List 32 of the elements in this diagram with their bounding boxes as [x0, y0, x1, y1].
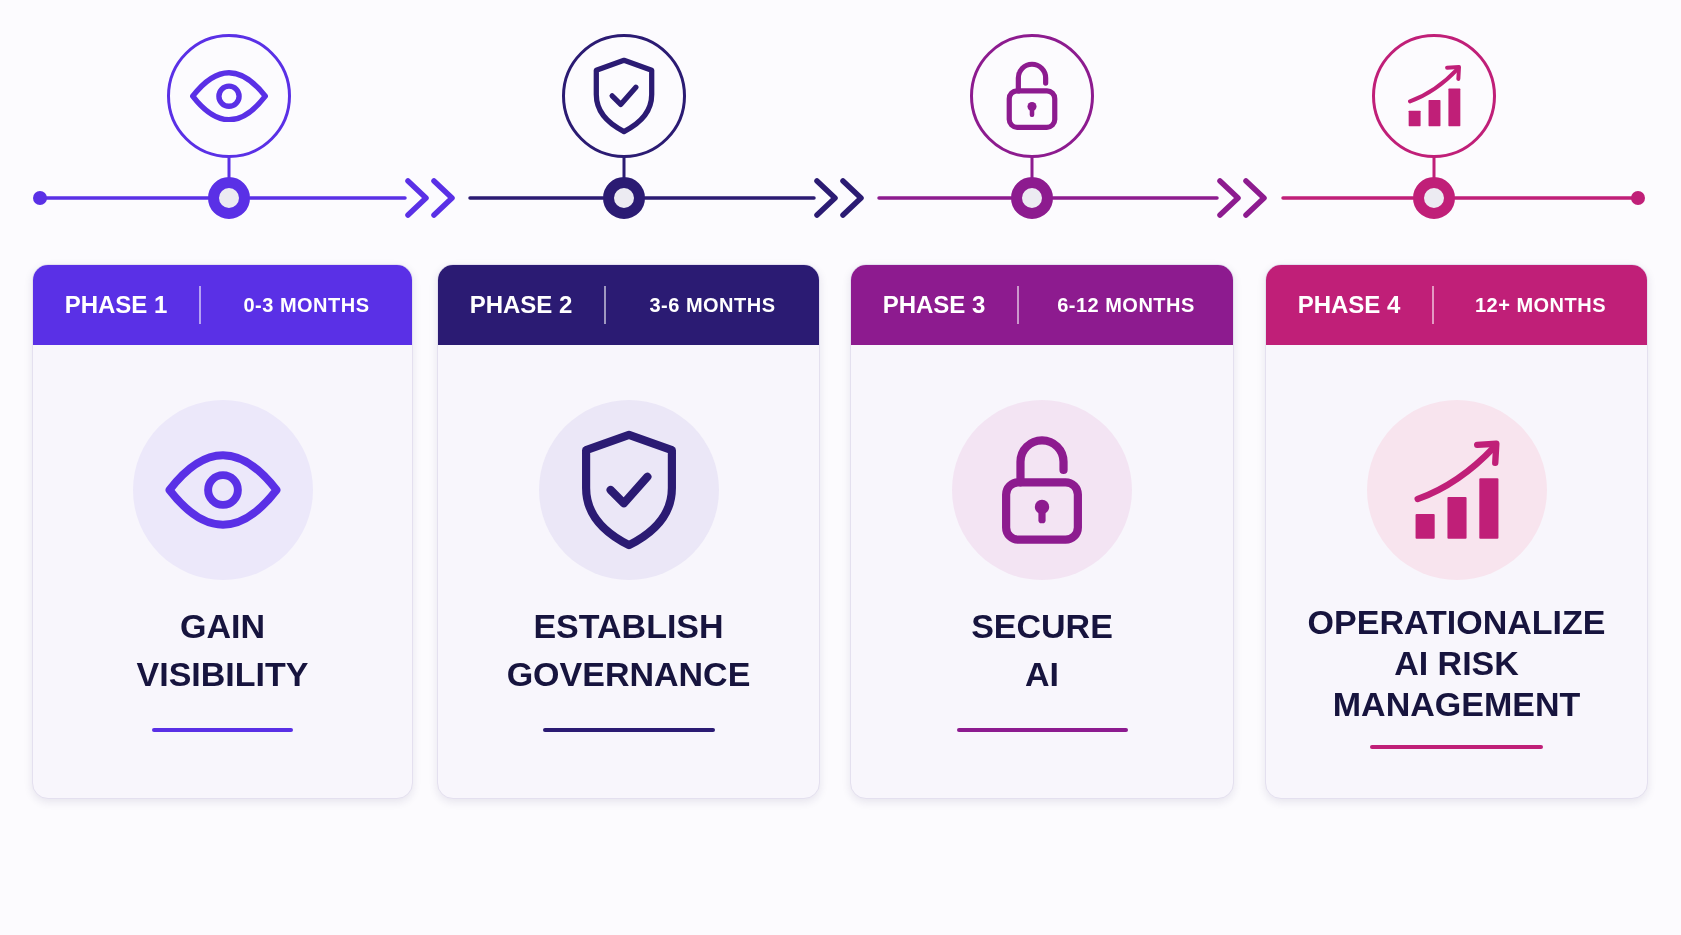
duration-label: 12+ MONTHS: [1474, 293, 1607, 317]
timeline-line: [468, 196, 605, 200]
phase-label: PHASE 2: [469, 291, 573, 319]
phase-card: [850, 264, 1234, 799]
milestone-circle: [562, 34, 686, 158]
connector-line: [622, 156, 626, 179]
timeline-line: [1281, 196, 1415, 200]
timeline-marker: [208, 177, 250, 219]
timeline-marker: [603, 177, 645, 219]
duration-label: 3-6 MONTHS: [649, 293, 776, 317]
connector-line: [227, 156, 231, 179]
milestone-circle: [1372, 34, 1496, 158]
phase-title: GAIN VISIBILITY: [135, 606, 310, 695]
phase-card: [437, 264, 820, 799]
milestone-circle: [970, 34, 1094, 158]
timeline-line: [33, 191, 210, 205]
phase-label: PHASE 1: [64, 291, 168, 319]
duration-label: 6-12 MONTHS: [1057, 293, 1195, 317]
phase-title: OPERATIONALIZE AI RISK MANAGEMENT: [1306, 602, 1607, 725]
milestone-circle: [167, 34, 291, 158]
phase-label: PHASE 3: [882, 291, 986, 319]
connector-line: [1030, 156, 1034, 179]
phase-title: SECURE AI: [970, 606, 1114, 695]
phase-card: [1265, 264, 1648, 799]
timeline-marker: [1011, 177, 1053, 219]
timeline-marker: [1413, 177, 1455, 219]
connector-line: [1432, 156, 1436, 179]
timeline-line: [877, 196, 1013, 200]
phase-title: ESTABLISH GOVERNANCE: [505, 606, 752, 695]
phase-label: PHASE 4: [1297, 291, 1401, 319]
duration-label: 0-3 MONTHS: [243, 293, 370, 317]
phase-card: [32, 264, 413, 799]
